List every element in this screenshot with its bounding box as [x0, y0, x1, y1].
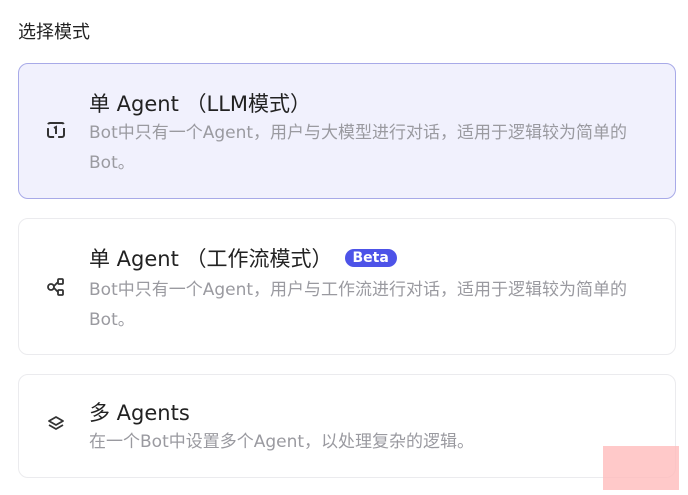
- mode-title: 多 Agents: [89, 401, 190, 425]
- workflow-icon: [47, 278, 64, 296]
- layers-icon: [48, 416, 64, 430]
- mode-title: 单 Agent （LLM模式）: [89, 92, 312, 116]
- mode-description: Bot中只有一个Agent，用户与大模型进行对话，适用于逻辑较为简单的Bot。: [89, 123, 628, 173]
- mode-option-multi-agents[interactable]: 多 Agents 在一个Bot中设置多个Agent，以处理复杂的逻辑。: [18, 374, 676, 478]
- mode-option-single-agent-llm[interactable]: 单 Agent （LLM模式） Bot中只有一个Agent，用户与大模型进行对话…: [18, 63, 676, 199]
- mode-title: 单 Agent （工作流模式）: [89, 247, 333, 271]
- mode-option-single-agent-workflow[interactable]: 单 Agent （工作流模式） Beta Bot中只有一个Agent，用户与工作流…: [18, 218, 676, 355]
- mode-description: 在一个Bot中设置多个Agent，以处理复杂的逻辑。: [89, 432, 475, 452]
- section-heading: 选择模式: [18, 22, 90, 43]
- watermark-seal: [603, 446, 679, 490]
- mode-description: Bot中只有一个Agent，用户与工作流进行对话，适用于逻辑较为简单的Bot。: [89, 280, 628, 330]
- single-agent-icon: [47, 122, 65, 138]
- beta-badge: Beta: [344, 249, 397, 267]
